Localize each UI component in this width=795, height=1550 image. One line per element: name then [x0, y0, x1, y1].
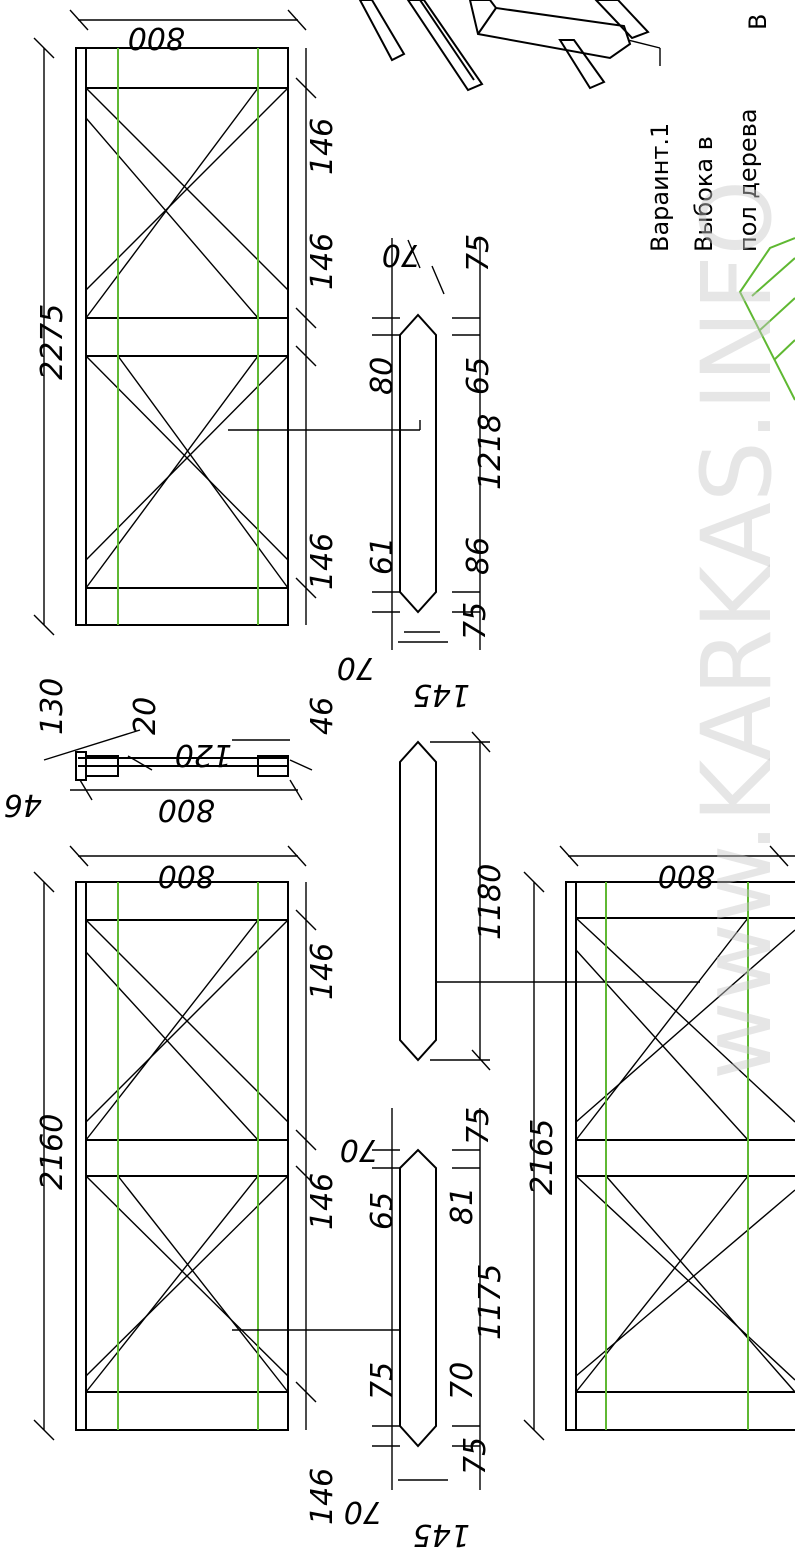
- dim-2165: 2165: [525, 1119, 560, 1195]
- note-edge-letter: В: [744, 14, 772, 30]
- dim-70-a: 70: [382, 237, 420, 272]
- brace-piece-1175: [372, 1108, 481, 1490]
- dim-1180: 1180: [473, 864, 508, 940]
- brace-piece-1180: [399, 731, 700, 1071]
- dim-146-d: 146: [305, 943, 340, 1000]
- dim-20: 20: [128, 697, 163, 735]
- dim-2160: 2160: [35, 1114, 70, 1190]
- note-line-1: Вараинт.1: [646, 123, 674, 252]
- watermark-text: www.KARKAS.INFO: [681, 180, 793, 1080]
- dim-800-top: 800: [128, 20, 185, 55]
- dim-800-low: 800: [158, 858, 215, 893]
- dim-65-a: 65: [461, 357, 496, 395]
- dim-146-a: 146: [305, 118, 340, 175]
- dim-145-a: 145: [413, 677, 470, 712]
- dim-146-c: 146: [305, 533, 340, 590]
- note-line-3: пол дерева: [734, 108, 762, 252]
- brace-piece-1218: [372, 238, 481, 650]
- dim-lines-lower-left: [33, 845, 317, 1441]
- isometric-detail: [358, 0, 661, 92]
- green-detail: [738, 237, 795, 401]
- dim-lines-top: [33, 9, 317, 636]
- dim-146-e: 146: [305, 1173, 340, 1230]
- note-line-2: Выбока в: [690, 136, 718, 252]
- dim-146-b: 146: [305, 233, 340, 290]
- dim-75-a: 75: [461, 234, 496, 272]
- dim-130: 130: [35, 678, 70, 735]
- dim-70-b: 70: [337, 650, 375, 685]
- dim-65-b: 65: [365, 1192, 400, 1230]
- dim-70-e: 70: [344, 1494, 382, 1529]
- panel-right: [523, 845, 795, 1441]
- dim-80: 80: [365, 357, 400, 395]
- dim-800-mid: 800: [158, 792, 215, 827]
- dim-1175: 1175: [473, 1264, 508, 1340]
- dim-81: 81: [445, 1187, 480, 1225]
- dim-2275: 2275: [35, 304, 70, 380]
- dim-146-f: 146: [305, 1468, 340, 1525]
- dim-75-d: 75: [365, 1362, 400, 1400]
- dim-70-d: 70: [445, 1362, 480, 1400]
- dim-120: 120: [175, 737, 232, 772]
- dim-75-b: 75: [458, 602, 493, 640]
- cross-section: [43, 729, 313, 801]
- dim-75-c: 75: [461, 1107, 496, 1145]
- dim-46-b: 46: [4, 787, 42, 822]
- dim-86: 86: [461, 537, 496, 575]
- dim-75-e: 75: [458, 1437, 493, 1475]
- panel-top: [75, 47, 421, 626]
- dim-1218: 1218: [473, 414, 508, 490]
- dim-46-a: 46: [305, 697, 340, 735]
- dim-800-right: 800: [658, 858, 715, 893]
- dim-61: 61: [365, 537, 400, 575]
- dim-70-c: 70: [340, 1132, 378, 1167]
- panel-lower-left: [75, 881, 400, 1431]
- dim-145-b: 145: [413, 1517, 470, 1550]
